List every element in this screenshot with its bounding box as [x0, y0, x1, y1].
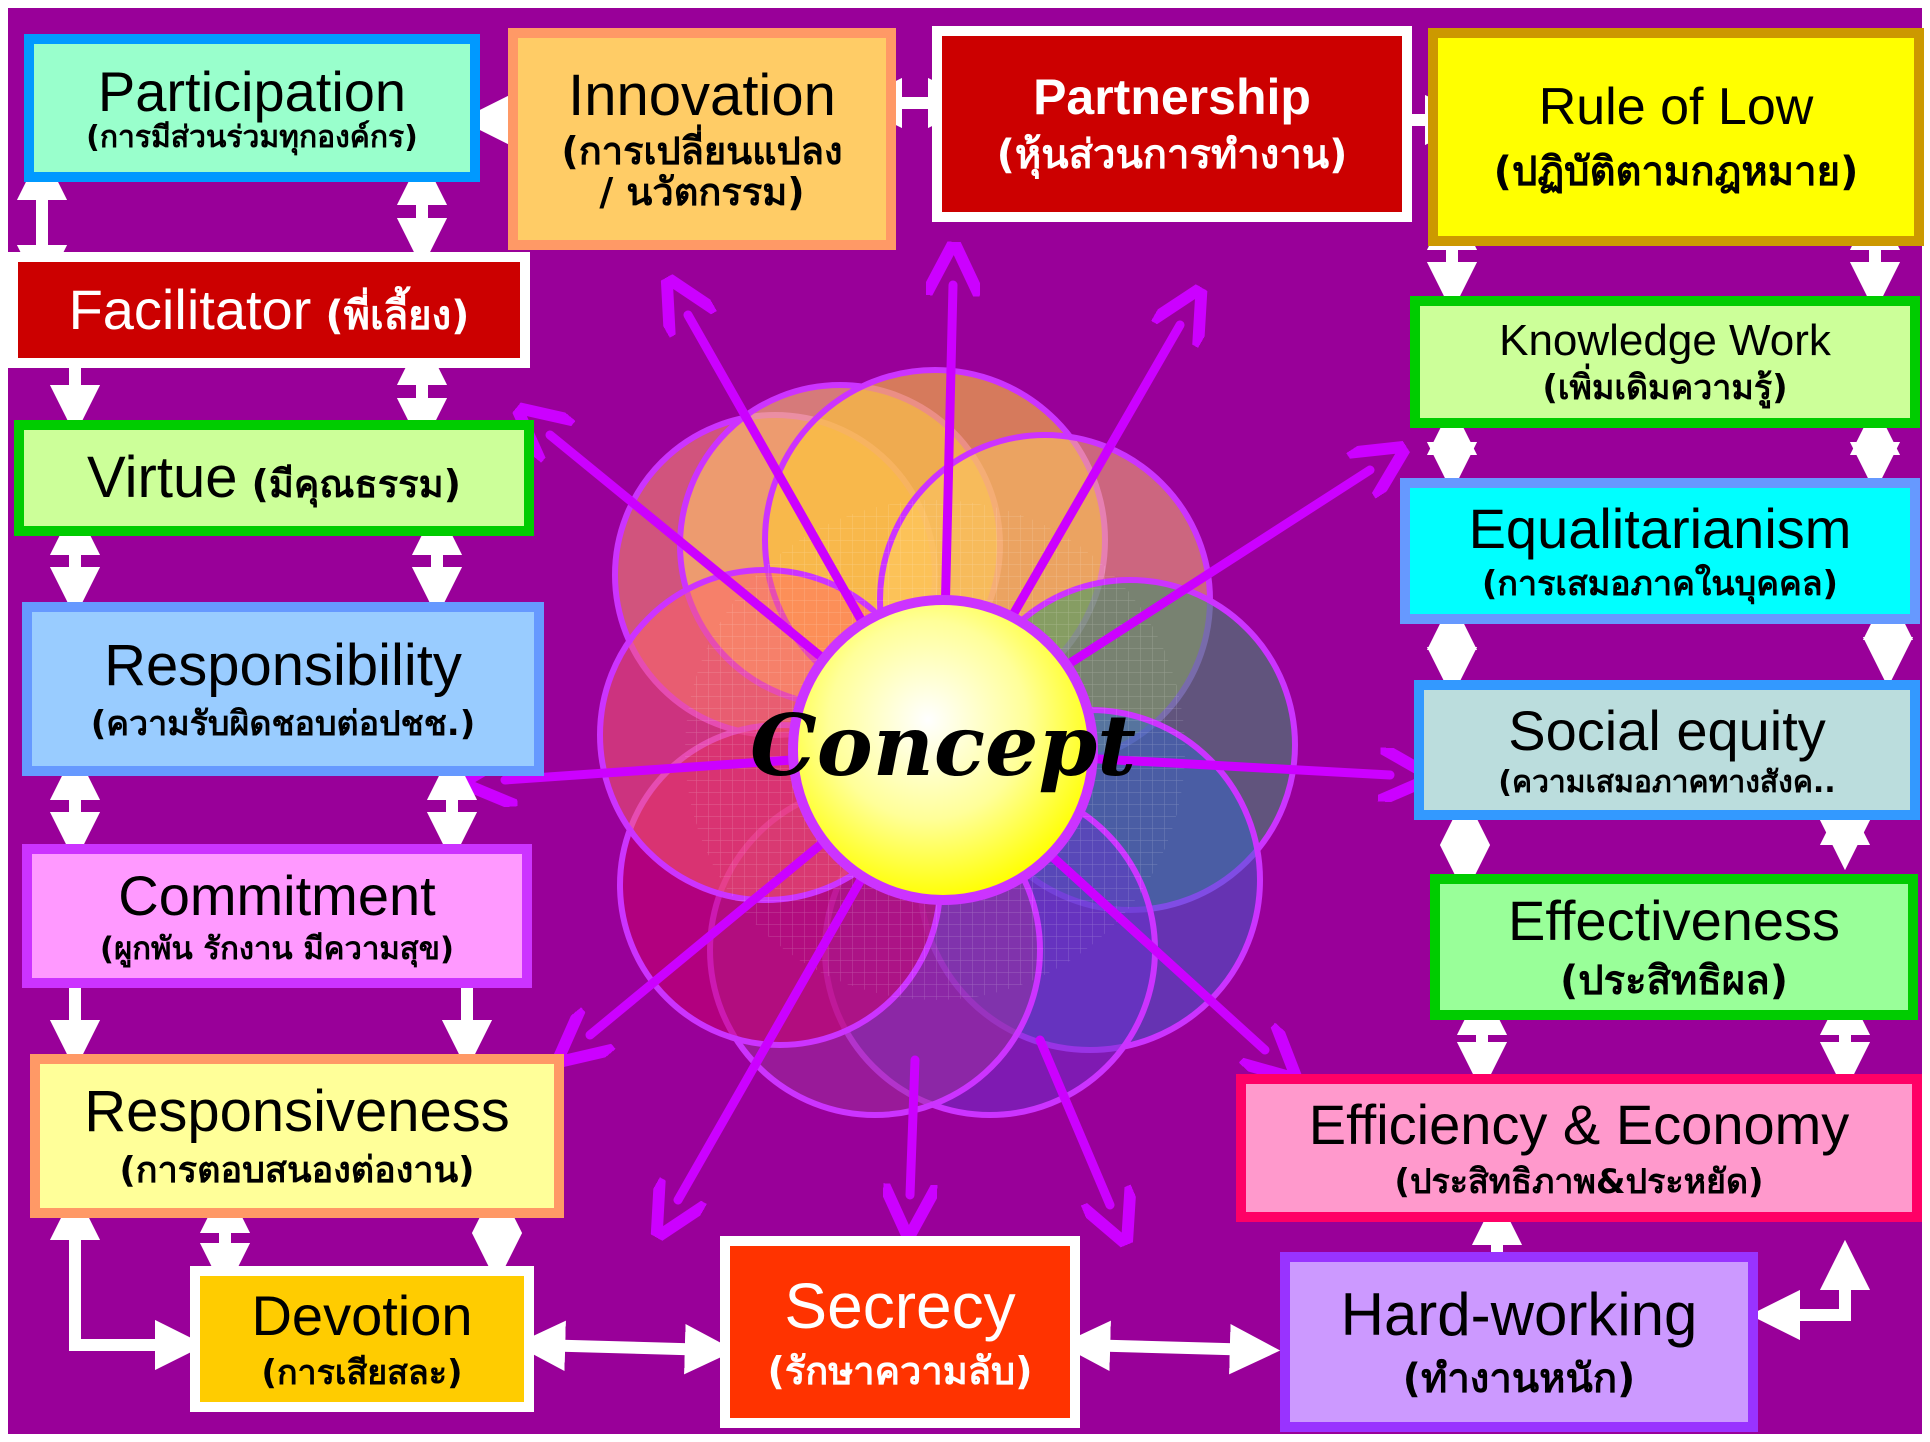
social-equity-title: Social equity	[1508, 698, 1826, 762]
innovation-subtitle-line1: (การเปลี่ยนแปลง	[561, 129, 843, 174]
efficiency-economy-box: Efficiency & Economy (ประสิทธิภาพ&ประหยั…	[1236, 1074, 1922, 1222]
secrecy-box: Secrecy (รักษาความลับ)	[720, 1236, 1080, 1428]
participation-box: Participation (การมีส่วนร่วมทุกองค์กร)	[24, 34, 480, 182]
rule-of-low-title: Rule of Low	[1538, 78, 1814, 137]
responsibility-subtitle: (ความรับผิดชอบต่อปชช.)	[90, 703, 476, 744]
social-equity-box: Social equity (ความเสมอภาคทางสังค..	[1414, 680, 1920, 820]
devotion-box: Devotion (การเสียสละ)	[190, 1266, 534, 1412]
innovation-box: Innovation (การเปลี่ยนแปลง / นวัตกรรม)	[508, 28, 896, 250]
responsiveness-box: Responsiveness (การตอบสนองต่องาน)	[30, 1054, 564, 1218]
devotion-subtitle: (การเสียสละ)	[261, 1352, 463, 1393]
innovation-subtitle-line2: / นวัตกรรม)	[599, 170, 805, 215]
hard-working-subtitle: (ทำงานหนัก)	[1402, 1355, 1636, 1402]
rule-of-low-subtitle: (ปฏิบัติตามกฎหมาย)	[1493, 149, 1859, 196]
equalitarianism-title: Equalitarianism	[1468, 497, 1852, 561]
participation-subtitle: (การมีส่วนร่วมทุกองค์กร)	[86, 120, 418, 156]
virtue-title: Virtue	[87, 444, 238, 510]
innovation-title: Innovation	[568, 62, 836, 128]
responsiveness-title: Responsiveness	[84, 1079, 510, 1145]
efficiency-economy-title: Efficiency & Economy	[1308, 1093, 1850, 1157]
partnership-subtitle: (หุ้นส่วนการทำงาน)	[996, 132, 1348, 179]
partnership-title: Partnership	[1033, 69, 1311, 126]
equalitarianism-box: Equalitarianism (การเสมอภาคในบุคคล)	[1400, 478, 1920, 624]
knowledge-work-box: Knowledge Work (เพิ่มเดิมความรู้)	[1410, 296, 1920, 428]
effectiveness-title: Effectiveness	[1507, 889, 1841, 953]
commitment-title: Commitment	[118, 864, 436, 928]
social-equity-subtitle: (ความเสมอภาคทางสังค..	[1498, 765, 1836, 801]
concept-circle: Concept	[750, 595, 1136, 905]
equalitarianism-subtitle: (การเสมอภาคในบุคคล)	[1481, 563, 1839, 604]
facilitator-box: Facilitator (พี่เลี้ยง)	[8, 252, 530, 368]
concept-label: Concept	[750, 696, 1136, 795]
facilitator-subtitle: (พี่เลี้ยง)	[325, 292, 470, 339]
devotion-title: Devotion	[251, 1284, 473, 1348]
secrecy-subtitle: (รักษาความลับ)	[767, 1349, 1033, 1394]
effectiveness-box: Effectiveness (ประสิทธิผล)	[1430, 874, 1918, 1020]
commitment-box: Commitment (ผูกพัน รักงาน มีความสุข)	[22, 844, 532, 988]
partnership-box: Partnership (หุ้นส่วนการทำงาน)	[932, 26, 1412, 222]
virtue-box: Virtue (มีคุณธรรม)	[14, 420, 534, 536]
efficiency-economy-subtitle: (ประสิทธิภาพ&ประหยัด)	[1394, 1161, 1764, 1202]
responsibility-box: Responsibility (ความรับผิดชอบต่อปชช.)	[22, 602, 544, 776]
secrecy-title: Secrecy	[784, 1269, 1016, 1342]
hard-working-box: Hard-working (ทำงานหนัก)	[1280, 1252, 1758, 1432]
knowledge-work-title: Knowledge Work	[1499, 315, 1831, 365]
effectiveness-subtitle: (ประสิทธิผล)	[1559, 957, 1789, 1004]
hard-working-title: Hard-working	[1340, 1281, 1698, 1348]
rule-of-low-box: Rule of Low (ปฏิบัติตามกฎหมาย)	[1428, 28, 1924, 246]
responsibility-title: Responsibility	[104, 633, 462, 699]
responsiveness-subtitle: (การตอบสนองต่องาน)	[119, 1149, 475, 1191]
virtue-subtitle: (มีคุณธรรม)	[251, 461, 461, 506]
commitment-subtitle: (ผูกพัน รักงาน มีความสุข)	[99, 930, 455, 967]
participation-title: Participation	[97, 59, 407, 123]
facilitator-title: Facilitator	[68, 277, 312, 341]
knowledge-work-subtitle: (เพิ่มเดิมความรู้)	[1542, 368, 1788, 409]
